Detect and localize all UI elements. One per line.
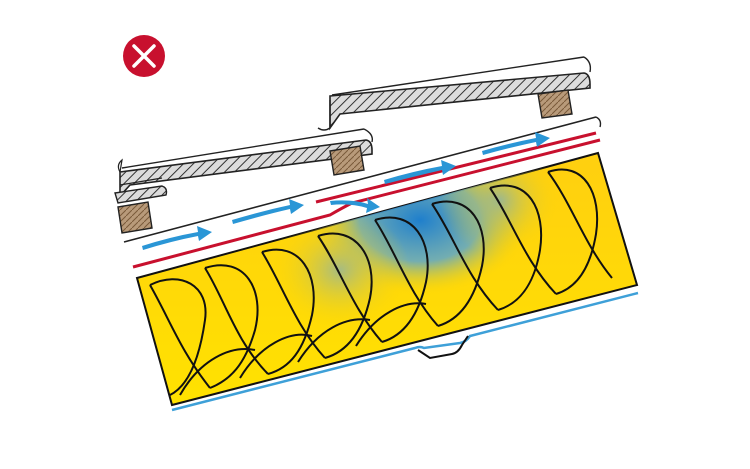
vapour-membrane-red-gap: [315, 131, 597, 204]
airflow-arrow-icon: [142, 132, 550, 250]
insulation-layer: [135, 151, 639, 407]
underlay-line: [123, 116, 602, 243]
underlay-blue: [171, 291, 639, 412]
x-mark-icon: [123, 35, 165, 77]
roof-battens: [117, 89, 573, 234]
roof-tiles: [114, 56, 592, 204]
